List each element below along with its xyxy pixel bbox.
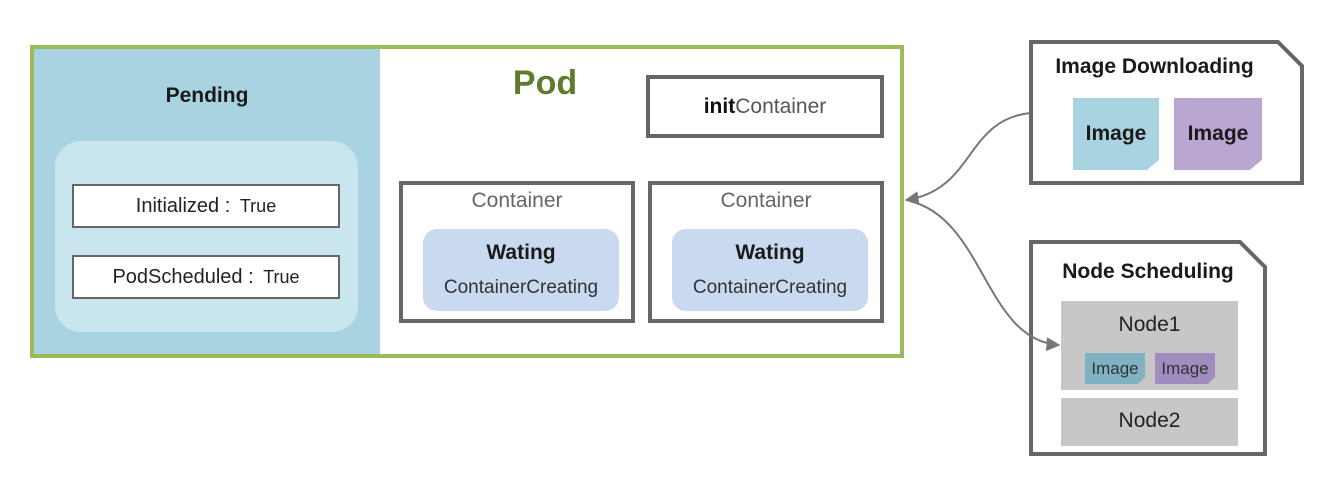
image-note: Image bbox=[1073, 98, 1159, 170]
container-state-pill: Wating ContainerCreating bbox=[672, 229, 868, 311]
condition-podscheduled: PodScheduled : True bbox=[72, 255, 340, 299]
condition-initialized: Initialized : True bbox=[72, 184, 340, 228]
image-note: Image bbox=[1174, 98, 1262, 170]
node-scheduling-title: Node Scheduling bbox=[1062, 260, 1234, 283]
container-box: Container Wating ContainerCreating bbox=[399, 181, 635, 323]
node-box: Node1 Image Image bbox=[1061, 301, 1238, 390]
container-state-pill: Wating ContainerCreating bbox=[423, 229, 619, 311]
pod-title: Pod bbox=[512, 64, 578, 102]
node-image: Image bbox=[1155, 353, 1215, 384]
condition-name: Initialized bbox=[135, 194, 220, 217]
condition-name: PodScheduled bbox=[112, 265, 243, 288]
image-downloading-title: Image Downloading bbox=[1055, 55, 1254, 78]
node-image: Image bbox=[1085, 353, 1145, 384]
conditions-box bbox=[55, 141, 358, 332]
image-to-pod-arrow bbox=[904, 112, 1031, 206]
container-state: Wating bbox=[486, 241, 556, 264]
condition-value: True bbox=[263, 266, 300, 287]
container-reason: ContainerCreating bbox=[443, 277, 599, 298]
pending-title: Pending bbox=[165, 84, 249, 107]
container-reason: ContainerCreating bbox=[692, 277, 848, 298]
init-container-prefix: init bbox=[703, 94, 736, 118]
container-label: Container bbox=[720, 189, 812, 212]
condition-value: True bbox=[239, 195, 277, 216]
container-label: Container bbox=[471, 189, 563, 212]
container-box: Container Wating ContainerCreating bbox=[648, 181, 884, 323]
node-label: Node2 bbox=[1118, 409, 1181, 432]
pod-to-node-arrow bbox=[909, 200, 1061, 352]
container-state: Wating bbox=[735, 241, 805, 264]
condition-separator: : bbox=[242, 265, 260, 288]
init-container-suffix: Container bbox=[735, 94, 827, 118]
node-label: Node1 bbox=[1118, 313, 1181, 336]
condition-separator: : bbox=[219, 194, 236, 217]
node-box: Node2 bbox=[1061, 398, 1238, 446]
